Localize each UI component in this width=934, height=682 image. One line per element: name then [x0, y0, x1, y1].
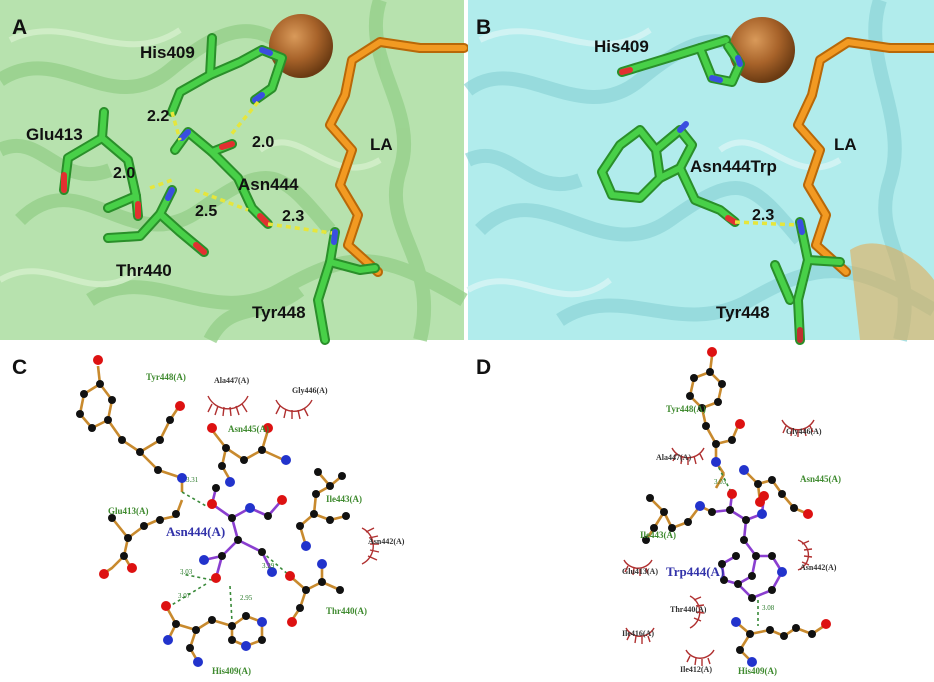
label-tyr448-b: Tyr448 — [716, 303, 770, 322]
label-c-glu413: Glu413(A) — [108, 506, 149, 516]
distance-a-5: 2.3 — [282, 208, 304, 225]
panel-a-hbonds — [149, 100, 333, 235]
label-c-asn445: Asn445(A) — [228, 424, 269, 434]
panel-a: A His409 Glu413 Asn444 Thr440 Tyr448 LA … — [0, 0, 469, 345]
label-c-ile443: Ile443(A) — [326, 494, 362, 504]
label-d-asn442: Asn442(A) — [800, 563, 837, 572]
metal-ion-sphere-b — [729, 17, 795, 83]
label-c-gly446: Gly446(A) — [292, 386, 328, 395]
label-his409-b: His409 — [594, 37, 649, 56]
label-d-trp444-center: Trp444(A) — [666, 564, 724, 579]
label-c-asn444-center: Asn444(A) — [166, 524, 225, 539]
panel-a-ribbons-light — [0, 27, 382, 288]
panel-d-hydrophobic-arcs — [623, 419, 815, 666]
label-glu413-a: Glu413 — [26, 125, 83, 144]
hbond-c-5: 3.07 — [178, 592, 191, 600]
panel-d-hbonds — [715, 461, 759, 626]
panel-a-residue-sticks — [59, 33, 380, 345]
panel-c-letter: C — [12, 356, 27, 379]
label-his409-a: His409 — [140, 43, 195, 62]
panel-d-atoms — [642, 347, 831, 667]
label-d-asn445: Asn445(A) — [800, 474, 841, 484]
label-d-ile443: Ile443(A) — [640, 530, 676, 540]
panel-b-residue-sticks — [597, 35, 845, 345]
label-c-asn442: Asn442(A) — [368, 537, 405, 546]
panel-c-hydrophobic-arcs — [207, 395, 380, 565]
panel-a-ribbons — [0, 0, 468, 344]
label-d-ile416: Ile416(A) — [622, 629, 654, 638]
label-d-ala447: Ala447(A) — [656, 453, 691, 462]
label-d-his409: His409(A) — [738, 666, 777, 676]
label-d-thr440: Thr440(A) — [670, 605, 707, 614]
label-tyr448-a: Tyr448 — [252, 303, 306, 322]
distance-a-3: 2.0 — [113, 165, 135, 182]
panel-b-ribbons-light — [466, 27, 842, 298]
label-c-ala447: Ala447(A) — [214, 376, 249, 385]
la-ligand-sticks-b — [793, 37, 934, 277]
panel-d-letter: D — [476, 356, 491, 379]
panel-c: C Tyr448(A) Ala447(A) Gly446(A) Asn445(A… — [12, 355, 405, 676]
hbond-c-2: 3.29 — [262, 562, 275, 570]
label-la-b: LA — [834, 135, 857, 154]
hbond-d-2: 3.08 — [762, 604, 775, 612]
panel-a-letter: A — [12, 16, 27, 39]
label-c-his409: His409(A) — [212, 666, 251, 676]
hbond-c-4: 2.95 — [240, 594, 253, 602]
panel-b-letter: B — [476, 16, 491, 39]
label-d-glu413: Glu413(A) — [622, 567, 658, 576]
panel-b-orange-patch — [850, 243, 934, 340]
panel-b: B His409 Asn444Trp Tyr448 LA 2.3 — [463, 0, 934, 345]
label-d-gly446: Gly446(A) — [786, 427, 822, 436]
panel-d: D Tyr448(A) Gly446(A) Ala447(A) Asn445(A… — [476, 347, 841, 676]
label-d-ile412: Ile412(A) — [680, 665, 712, 674]
panel-b-hbonds — [734, 220, 799, 227]
hbond-c-3: 3.03 — [180, 568, 193, 576]
label-thr440-a: Thr440 — [116, 261, 172, 280]
hbond-c-1: 3.31 — [186, 476, 199, 484]
label-asn444-a: Asn444 — [238, 175, 299, 194]
panel-c-hbonds — [169, 491, 291, 623]
label-c-tyr448: Tyr448(A) — [146, 372, 186, 382]
label-c-thr440: Thr440(A) — [326, 606, 367, 616]
label-asn444trp-b: Asn444Trp — [690, 157, 777, 176]
label-d-tyr448: Tyr448(A) — [666, 404, 706, 414]
distance-a-2: 2.0 — [252, 134, 274, 151]
distance-a-4: 2.5 — [195, 203, 217, 220]
distance-a-1: 2.2 — [147, 108, 169, 125]
label-la-a: LA — [370, 135, 393, 154]
distance-b-1: 2.3 — [752, 207, 774, 224]
la-ligand-sticks — [325, 37, 469, 277]
panel-c-atoms — [76, 355, 350, 667]
hbond-d-1: 3.03 — [714, 478, 727, 486]
